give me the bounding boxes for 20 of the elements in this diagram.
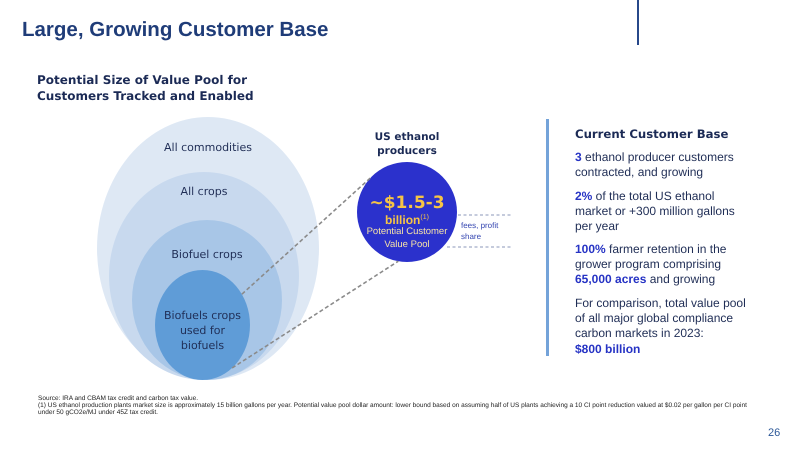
stat-paragraph: 100% farmer retention in the grower program comprising 65,000 acres and growing xyxy=(575,242,728,287)
slide-title: Large, Growing Customer Base xyxy=(22,18,328,42)
circle-heading: US ethanol producers xyxy=(374,130,440,158)
value-caption: Potential Customer Value Pool xyxy=(366,225,448,251)
section-heading: Current Customer Base xyxy=(575,127,730,142)
stat-paragraph: For comparison, total value pool of all major global compliance carbon markets in 2023: xyxy=(575,296,747,341)
annotation-text: fees, profit share xyxy=(461,221,500,242)
stat-paragraph: 3 ethanol producer customers contracted, and growing xyxy=(575,150,735,180)
page-number: 26 xyxy=(768,427,782,440)
stat-paragraph: 2% of the total US ethanol market or +300 million gallons per year xyxy=(575,189,736,234)
connector-line xyxy=(241,177,371,295)
region-label: Biofuel crops xyxy=(170,247,244,262)
region-label: All commodities xyxy=(163,140,253,155)
value-unit: billion$^{(1)}$ xyxy=(384,212,430,227)
stat-value: $800 billion xyxy=(575,342,642,357)
region-label: Biofuels crops used for biofuels xyxy=(163,308,242,353)
region-label: All crops xyxy=(180,184,228,199)
chart-subtitle: Potential Size of Value Pool for Customers Tracked and Enabled xyxy=(37,72,255,104)
connector-line xyxy=(232,260,399,369)
value-amount: ~$1.5-3 xyxy=(368,193,446,213)
